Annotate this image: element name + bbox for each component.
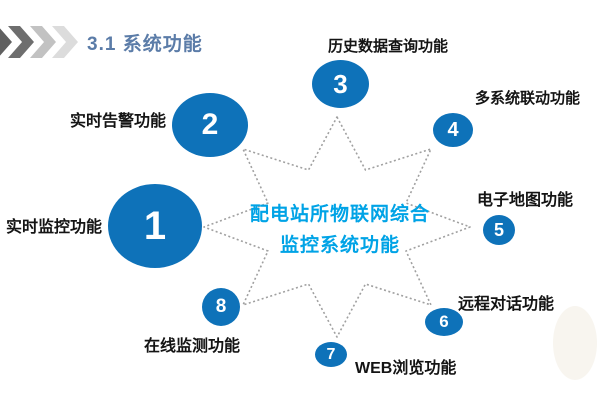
- decor-ellipse: [553, 306, 597, 380]
- page-title: 3.1 系统功能: [87, 34, 203, 55]
- function-circle-8: 8: [202, 288, 240, 326]
- star-center-title-line1: 配电站所物联网综合: [249, 204, 430, 225]
- function-label-3: 历史数据查询功能: [328, 38, 449, 55]
- function-label-6: 远程对话功能: [458, 296, 555, 313]
- star-center-title: 配电站所物联网综合 监控系统功能: [220, 199, 460, 261]
- function-circle-4: 4: [433, 113, 473, 147]
- function-number: 2: [201, 108, 219, 141]
- function-label-8: 在线监测功能: [144, 338, 241, 355]
- header-chevrons: [0, 26, 90, 58]
- function-number: 8: [215, 296, 227, 317]
- function-number: 6: [439, 312, 449, 331]
- function-number: 4: [447, 118, 459, 141]
- function-circle-1: 1: [108, 184, 202, 268]
- function-label-5: 电子地图功能: [477, 192, 574, 209]
- function-number: 7: [326, 345, 336, 363]
- function-label-7: WEB浏览功能: [355, 360, 457, 377]
- star-center-title-line2: 监控系统功能: [279, 235, 400, 256]
- function-number: 5: [493, 219, 504, 240]
- function-circle-5: 5: [483, 215, 515, 245]
- function-circle-6: 6: [425, 308, 463, 336]
- function-circle-7: 7: [315, 342, 347, 367]
- function-label-2: 实时告警功能: [70, 113, 167, 130]
- function-circle-3: 3: [312, 60, 369, 108]
- function-label-1: 实时监控功能: [6, 219, 103, 236]
- function-number: 1: [143, 203, 167, 248]
- function-label-4: 多系统联动功能: [475, 90, 581, 107]
- function-circle-2: 2: [172, 93, 248, 157]
- function-number: 3: [333, 68, 348, 99]
